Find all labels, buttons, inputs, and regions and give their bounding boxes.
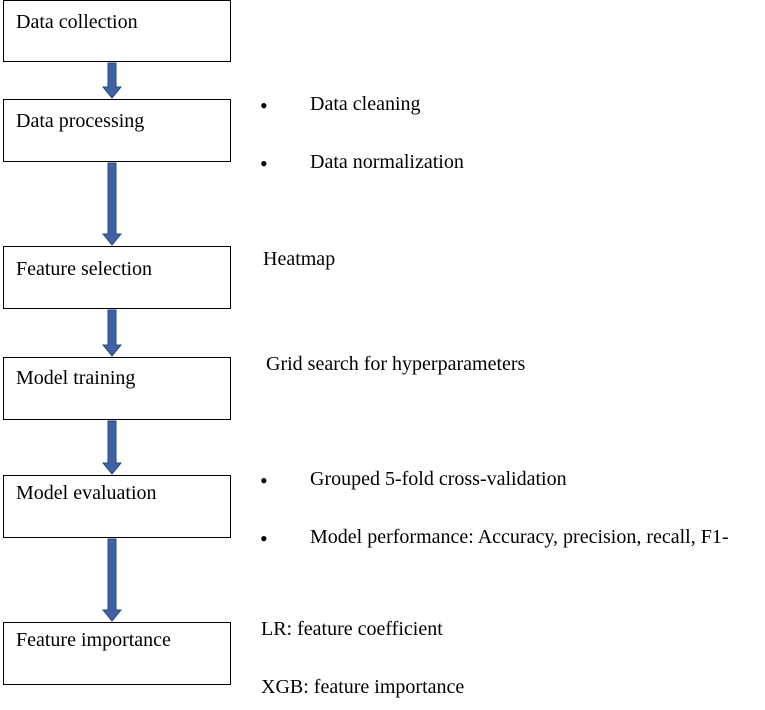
bullet-icon: •	[260, 151, 268, 176]
step-label: Data processing	[16, 110, 145, 132]
note-xgb-importance: XGB: feature importance	[261, 676, 465, 698]
down-arrow-icon	[101, 162, 123, 246]
note-data-normalization: Data normalization	[310, 151, 464, 173]
step-label: Feature importance	[16, 629, 171, 651]
down-arrow-icon	[101, 62, 123, 99]
step-label: Data collection	[16, 11, 138, 33]
down-arrow-icon	[101, 309, 123, 357]
step-model-evaluation: Model evaluation	[3, 475, 231, 538]
note-lr-coefficient: LR: feature coefficient	[261, 618, 443, 640]
bullet-icon: •	[260, 93, 268, 118]
bullet-icon: •	[260, 468, 268, 493]
step-label: Model evaluation	[16, 482, 157, 504]
step-feature-importance: Feature importance	[3, 622, 231, 685]
down-arrow-icon	[101, 420, 123, 475]
step-feature-selection: Feature selection	[3, 246, 231, 309]
step-label: Model training	[16, 367, 136, 389]
step-data-processing: Data processing	[3, 99, 231, 162]
bullet-icon: •	[260, 526, 268, 551]
note-model-performance: Model performance: Accuracy, precision, …	[310, 526, 729, 548]
note-cross-validation: Grouped 5-fold cross-validation	[310, 468, 567, 490]
step-model-training: Model training	[3, 357, 231, 420]
step-label: Feature selection	[16, 258, 153, 280]
down-arrow-icon	[101, 538, 123, 622]
note-heatmap: Heatmap	[263, 248, 336, 270]
note-data-cleaning: Data cleaning	[310, 93, 421, 115]
step-data-collection: Data collection	[3, 0, 231, 62]
note-grid-search: Grid search for hyperparameters	[266, 353, 526, 375]
